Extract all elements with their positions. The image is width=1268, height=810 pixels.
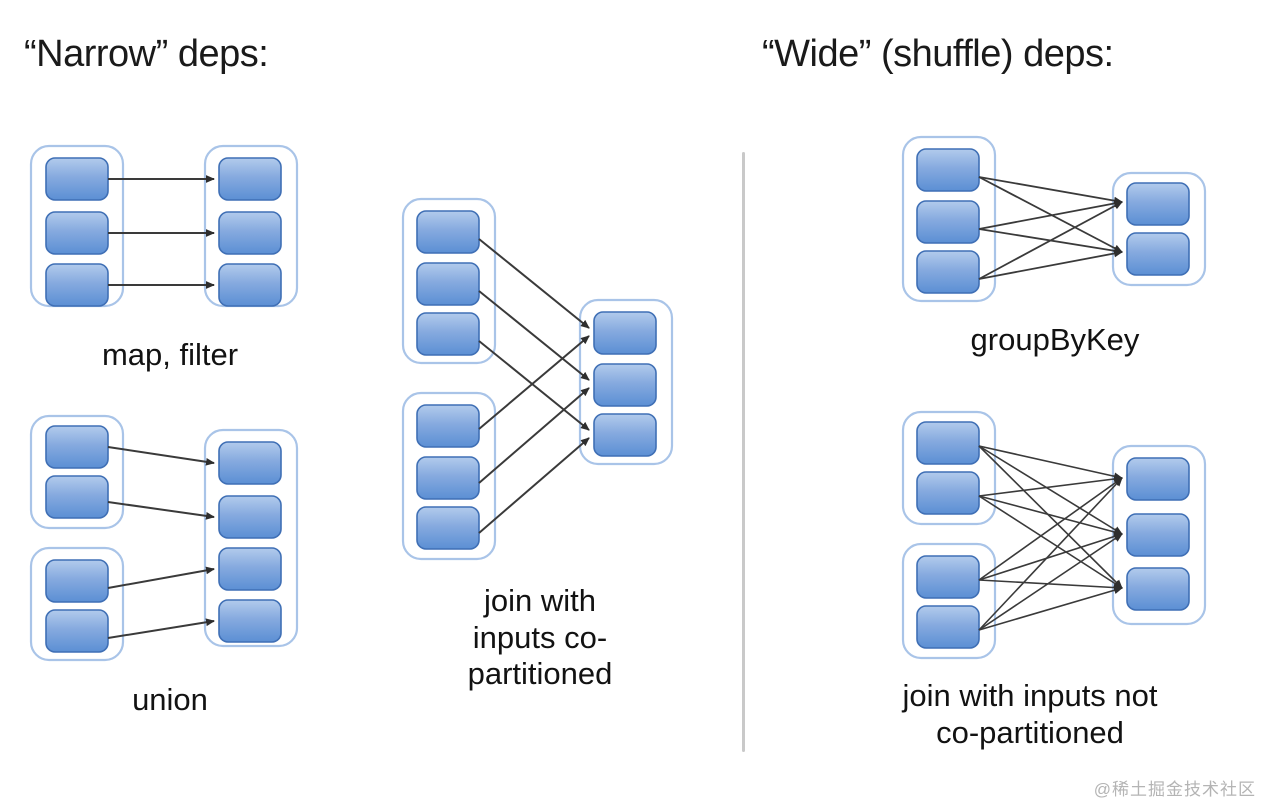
partition-block [916,200,980,244]
partition-block [45,609,109,653]
partition-block [416,404,480,448]
partition-block [1126,182,1190,226]
left-group-2 [29,546,125,662]
edges [478,238,590,534]
edges [978,176,1123,280]
partition-block [45,425,109,469]
diagram-join-co-partitioned [401,197,674,561]
right-group-1 [203,144,299,308]
vertical-divider [742,152,745,752]
right-group-1 [203,428,299,648]
watermark: @稀土掘金技术社区 [1093,780,1256,799]
caption-group-by-key: groupByKey [970,322,1140,357]
partition-block [1126,567,1190,611]
edges [108,175,215,289]
partition-block [593,413,657,457]
right-group-1 [1111,171,1207,287]
partition-block [416,456,480,500]
partition-block [1126,457,1190,501]
edges [107,446,215,639]
left-group-1 [901,135,997,303]
partition-block [593,311,657,355]
right-group-1 [1111,444,1207,626]
partition-block [916,250,980,294]
caption-union: union [132,682,208,717]
right-group-1 [578,298,674,466]
partition-block [218,547,282,591]
partition-block [593,363,657,407]
left-group-2 [901,542,997,660]
wide-deps-title: “Wide” (shuffle) deps: [762,33,1114,75]
diagram-group-by-key [901,135,1207,303]
left-group-1 [401,197,497,365]
partition-block [218,157,282,201]
partition-block [916,555,980,599]
partition-block [218,263,282,307]
edges [978,445,1123,631]
partition-block [1126,232,1190,276]
diagram-join-not-co-partitioned [901,410,1207,660]
partition-block [218,211,282,255]
partition-block [45,559,109,603]
partition-block [416,506,480,550]
partition-block [1126,513,1190,557]
partition-block [218,441,282,485]
left-group-1 [29,144,125,308]
partition-block [416,210,480,254]
diagram-map-filter [29,144,299,308]
partition-block [916,605,980,649]
partition-block [218,495,282,539]
partition-block [45,211,109,255]
partition-block [45,263,109,307]
partition-block [218,599,282,643]
partition-block [916,421,980,465]
left-group-1 [901,410,997,526]
caption-map-filter: map, filter [101,337,239,372]
partition-block [45,157,109,201]
partition-block [45,475,109,519]
caption-join-not-co-partitioned: join with inputs not co-partitioned [902,678,1158,750]
left-group-2 [401,391,497,561]
partition-block [416,262,480,306]
partition-block [916,148,980,192]
caption-join-co-partitioned: join with inputs co- partitioned [467,583,613,692]
diagram-union [29,414,299,662]
left-group-1 [29,414,125,530]
partition-block [416,312,480,356]
partition-block [916,471,980,515]
narrow-deps-title: “Narrow” deps: [24,33,269,75]
